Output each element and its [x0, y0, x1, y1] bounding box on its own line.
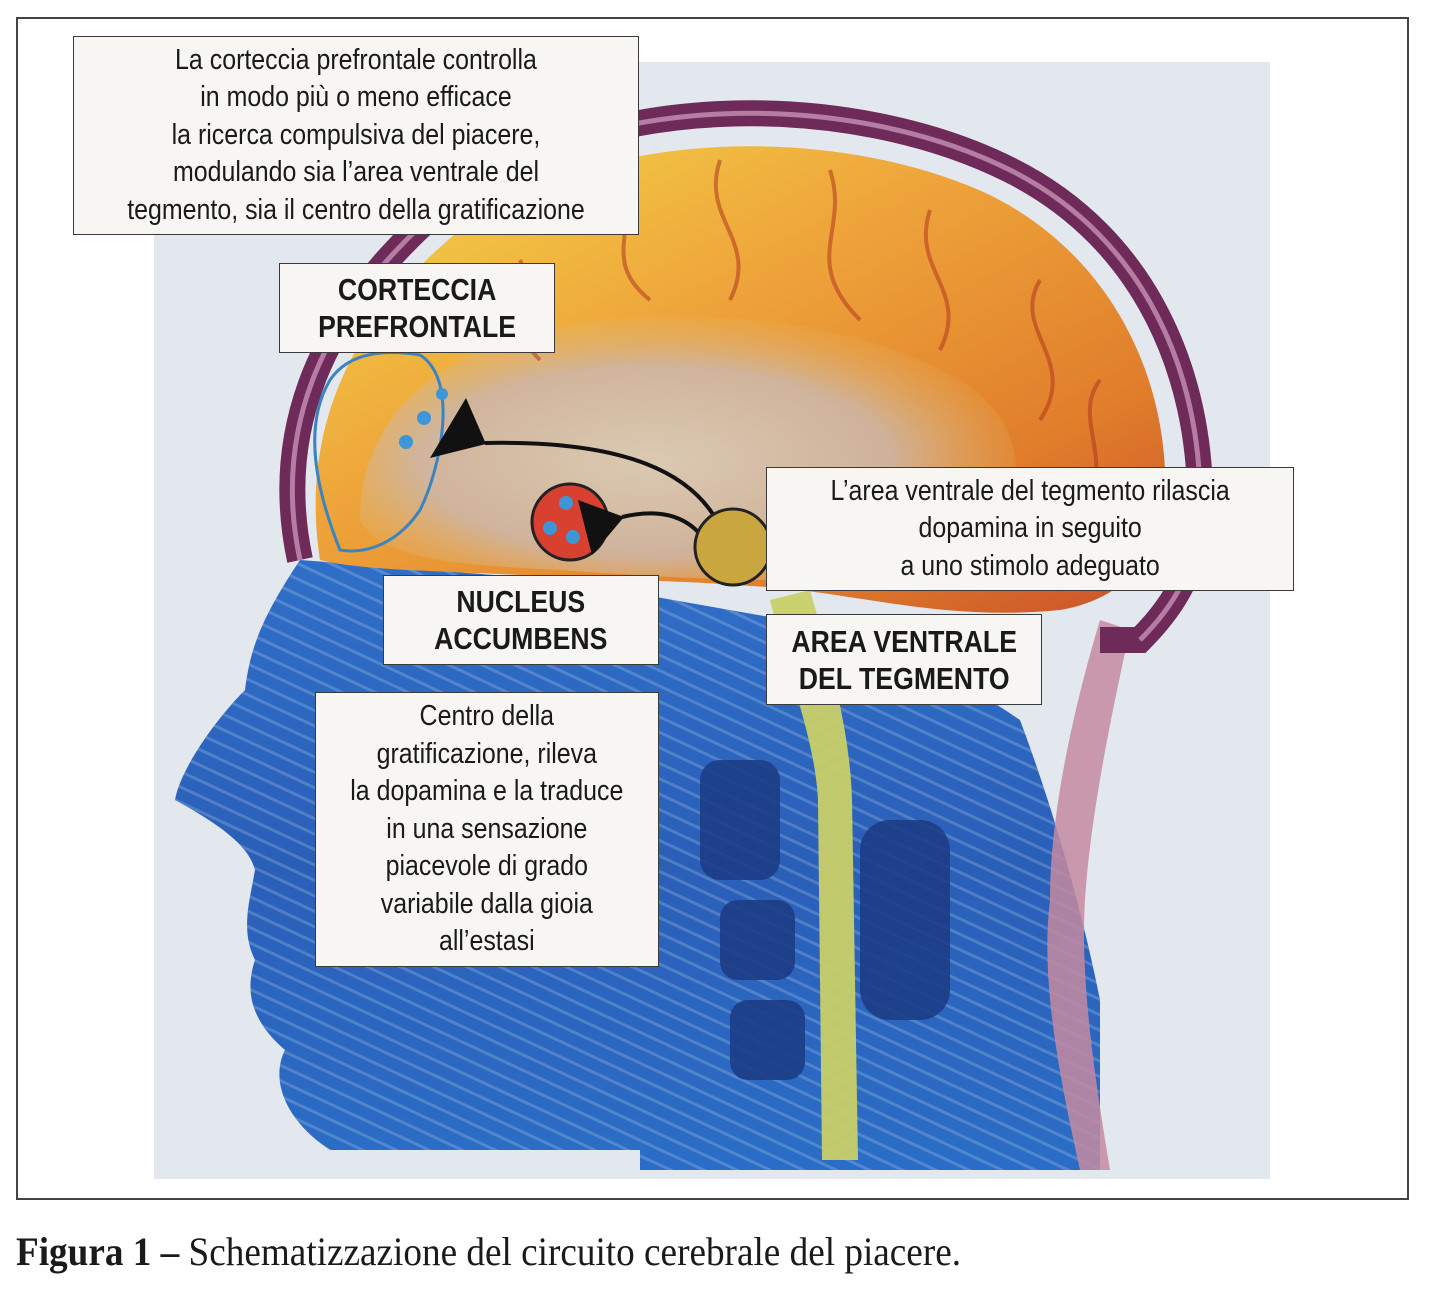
vta-title-box: AREA VENTRALE DEL TEGMENTO [766, 614, 1042, 705]
description-line: La corteccia prefrontale controlla [175, 43, 537, 76]
spinal-cord [770, 590, 858, 1160]
description-line: in una sensazione [386, 812, 588, 845]
description-line: in modo più o meno efficace [200, 81, 512, 114]
title-line: AREA VENTRALE [791, 623, 1017, 659]
vta-description-box: L’area ventrale del tegmento rilascia do… [766, 467, 1294, 591]
title-line: ACCUMBENS [434, 621, 608, 656]
description-line: gratificazione, rileva [376, 737, 598, 770]
description-line: Centro della [419, 700, 555, 733]
description-line: modulando sia l’area ventrale del [172, 156, 540, 189]
figure-caption: Figura 1 – Schematizzazione del circuito… [16, 1228, 961, 1275]
prefrontal-description-box: La corteccia prefrontale controlla in mo… [73, 36, 639, 235]
title-line: PREFRONTALE [318, 309, 516, 344]
prefrontal-dopamine-dots [399, 388, 448, 449]
description-line: L’area ventrale del tegmento rilascia [830, 474, 1230, 507]
description-line: la ricerca compulsiva del piacere, [171, 118, 541, 151]
caption-text: Schematizzazione del circuito cerebrale … [179, 1229, 962, 1274]
nucleus-description-box: Centro della gratificazione, rileva la d… [315, 692, 659, 967]
title-line: NUCLEUS [456, 584, 586, 619]
nucleus-accumbens-marker [530, 482, 624, 562]
prefrontal-arrowhead [430, 398, 486, 458]
description-line: variabile dalla gioia [380, 887, 594, 920]
vta-marker [693, 507, 773, 587]
title-line: CORTECCIA [337, 272, 497, 307]
description-line: a uno stimolo adeguato [900, 549, 1160, 582]
prefrontal-region-outline [313, 351, 445, 553]
prefrontal-cortex-title-box: CORTECCIA PREFRONTALE [279, 263, 555, 353]
figure-label: Figura 1 – [16, 1229, 180, 1274]
description-line: all’estasi [439, 925, 535, 958]
title-line: DEL TEGMENTO [798, 660, 1010, 696]
description-line: dopamina in seguito [918, 512, 1142, 545]
cervical-vertebrae [700, 760, 950, 1080]
description-line: la dopamina e la traduce [350, 775, 624, 808]
nucleus-accumbens-title-box: NUCLEUS ACCUMBENS [383, 575, 659, 665]
description-line: piacevole di grado [385, 850, 589, 883]
description-line: tegmento, sia il centro della gratificaz… [127, 193, 585, 226]
